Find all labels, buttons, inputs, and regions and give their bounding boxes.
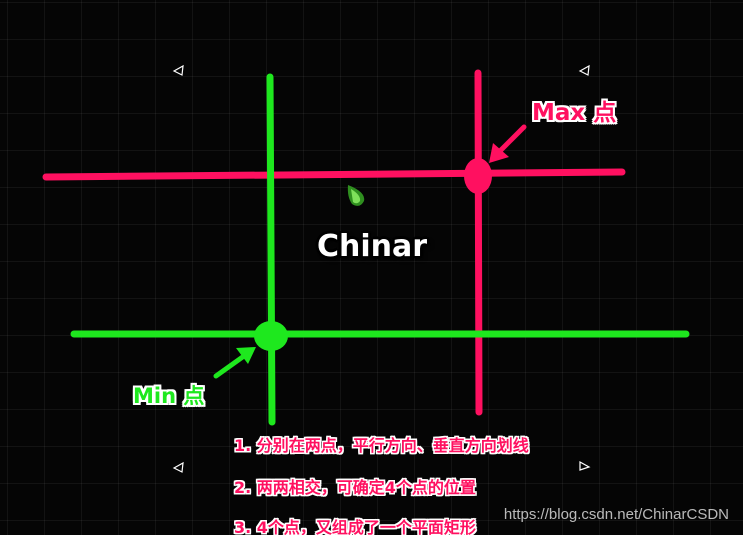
note-step-3: 3. 4个点，又组成了一个平面矩形 xyxy=(234,518,476,535)
min-point-label: Min 点 xyxy=(133,384,205,408)
min-pointer-arrow xyxy=(213,347,256,379)
max-vertical-line xyxy=(474,69,483,416)
max-pointer-arrow xyxy=(489,124,527,163)
min-vertical-line xyxy=(266,73,276,426)
corner-triangle-icon xyxy=(172,64,591,473)
max-horizontal-line xyxy=(42,168,626,181)
green-drop-icon xyxy=(347,185,365,206)
note-step-1: 1. 分别在两点，平行方向、垂直方向划线 xyxy=(234,436,529,455)
watermark-text: https://blog.csdn.net/ChinarCSDN xyxy=(503,506,729,523)
min-point xyxy=(254,321,288,351)
max-point-label: Max 点 xyxy=(532,100,617,126)
max-point xyxy=(464,158,492,194)
note-step-2: 2. 两两相交，可确定4个点的位置 xyxy=(234,478,476,497)
center-logo-text: Chinar xyxy=(317,229,428,264)
